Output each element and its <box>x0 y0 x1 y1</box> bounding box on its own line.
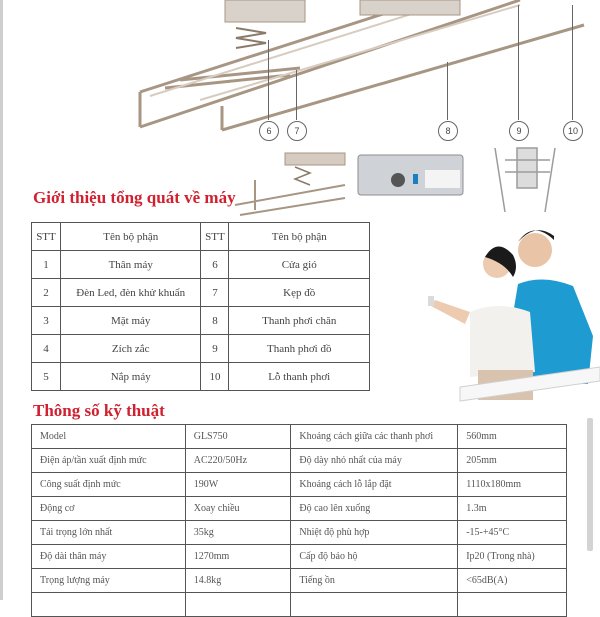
spec-label: Độ cao lên xuống <box>290 496 459 521</box>
spec-label: Trọng lượng máy <box>31 568 186 593</box>
cell: Mặt máy <box>59 306 202 335</box>
leader-line <box>296 70 297 120</box>
leader-line <box>518 5 519 120</box>
spec-label: Động cơ <box>31 496 186 521</box>
scrollbar[interactable] <box>587 418 593 551</box>
spec-label: Model <box>31 424 186 449</box>
cell: Nắp máy <box>59 362 202 391</box>
callout-9: 9 <box>509 121 529 141</box>
callout-6: 6 <box>259 121 279 141</box>
cell: 5 <box>31 362 61 391</box>
cell <box>290 592 459 617</box>
rack-top-view-image <box>494 147 556 213</box>
header-cell: Tên bộ phận <box>59 222 202 251</box>
cell: Thanh phơi chăn <box>228 306 370 335</box>
cell: Thanh phơi đồ <box>228 334 370 363</box>
cell: 6 <box>200 250 230 279</box>
spec-label: Tiếng ồn <box>290 568 459 593</box>
callout-7: 7 <box>287 121 307 141</box>
spec-value: 205mm <box>457 448 567 473</box>
spec-label: Khoảng cách giữa các thanh phơi <box>290 424 459 449</box>
lift-mechanism-image <box>234 152 346 216</box>
spec-value: 560mm <box>457 424 567 449</box>
cell: Cửa gió <box>228 250 370 279</box>
header-cell: STT <box>200 222 230 251</box>
spec-value: <65dB(A) <box>457 568 567 593</box>
couple-photo <box>400 212 600 412</box>
cell <box>457 592 567 617</box>
spec-value: Ip20 (Trong nhà) <box>457 544 567 569</box>
cell: 10 <box>200 362 230 391</box>
spec-label: Điện áp/tần xuất định mức <box>31 448 186 473</box>
table-header-row: STT Tên bộ phận STT Tên bộ phận <box>31 222 370 251</box>
spec-value: AC220/50Hz <box>184 448 292 473</box>
spec-label: Nhiệt độ phù hợp <box>290 520 459 545</box>
spec-value: 1.3m <box>457 496 567 521</box>
spec-value: 1110x180mm <box>457 472 567 497</box>
cell: 8 <box>200 306 230 335</box>
specs-title: Thông số kỹ thuật <box>33 401 165 420</box>
spec-label: Độ dày nhỏ nhất của máy <box>290 448 459 473</box>
spec-value: 1270mm <box>184 544 292 569</box>
spec-value: -15-+45°C <box>457 520 567 545</box>
control-panel-image <box>357 154 464 196</box>
clothes-rack-diagram <box>138 0 585 216</box>
leader-line <box>572 5 573 120</box>
header-cell: Tên bộ phận <box>228 222 370 251</box>
header-cell: STT <box>31 222 61 251</box>
cell: 2 <box>31 278 61 307</box>
spec-value: 14.8kg <box>184 568 292 593</box>
cell: Lỗ thanh phơi <box>228 362 370 391</box>
cell: 3 <box>31 306 61 335</box>
cell: 7 <box>200 278 230 307</box>
table-row <box>31 592 567 617</box>
spec-value: Xoay chiều <box>184 496 292 521</box>
cell: 1 <box>31 250 61 279</box>
cell: Kẹp đồ <box>228 278 370 307</box>
leader-line <box>268 40 269 120</box>
spec-value: 190W <box>184 472 292 497</box>
cell: Thân máy <box>59 250 202 279</box>
spec-label: Tải trọng lớn nhất <box>31 520 186 545</box>
callout-10: 10 <box>563 121 583 141</box>
leader-line <box>447 62 448 120</box>
spec-label: Cấp độ bảo hộ <box>290 544 459 569</box>
cell: 4 <box>31 334 61 363</box>
callout-8: 8 <box>438 121 458 141</box>
cell: Zích zắc <box>59 334 202 363</box>
page-edge <box>0 0 3 600</box>
cell <box>31 592 186 617</box>
cell <box>184 592 292 617</box>
spec-label: Công suất định mức <box>31 472 186 497</box>
spec-label: Khoảng cách lỗ lắp đặt <box>290 472 459 497</box>
cell: Đèn Led, đèn khử khuẩn <box>59 278 202 307</box>
cell: 9 <box>200 334 230 363</box>
spec-value: GLS750 <box>184 424 292 449</box>
spec-value: 35kg <box>184 520 292 545</box>
spec-label: Độ dài thân máy <box>31 544 186 569</box>
intro-title: Giới thiệu tổng quát về máy <box>33 188 236 207</box>
